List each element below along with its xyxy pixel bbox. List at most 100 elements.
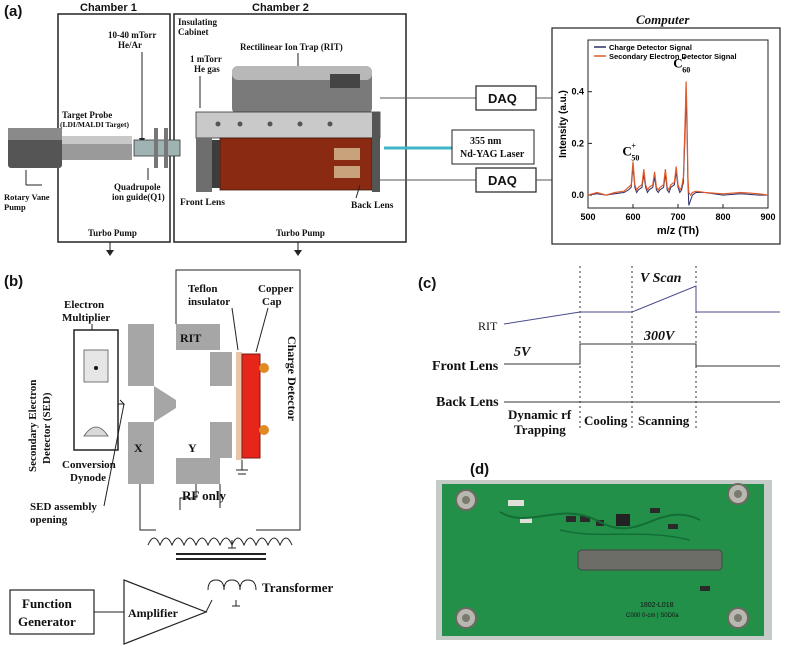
- daq-bottom-label: DAQ: [488, 173, 517, 188]
- row-back-lens-label: Back Lens: [436, 395, 499, 410]
- insulating-label-1: Insulating: [178, 17, 218, 27]
- rit-electrode-br: [210, 422, 232, 458]
- v5-label: 5V: [514, 345, 532, 360]
- y-axis-label: Intensity (a.u.): [558, 90, 569, 158]
- row-rit-label: RIT: [478, 319, 498, 333]
- phase-scanning: Scanning: [638, 413, 690, 428]
- front-lens-plate: [196, 138, 212, 192]
- chamber2-box: [173, 13, 407, 243]
- x-tick-label: 500: [580, 212, 595, 222]
- front-lens-waveform: [504, 343, 780, 367]
- x-tick-label: 800: [715, 212, 730, 222]
- y-tick-label: 0.0: [571, 190, 584, 200]
- daq-bottom-box: [475, 167, 537, 193]
- panel-b-label: (b): [4, 273, 23, 290]
- transformer-secondary: [207, 579, 257, 591]
- spectrum-chart: 500 600 700 800 900 0.0 0.2 0.4 m/z (Th) Intensit…: [558, 39, 776, 237]
- transformer-label: Transformer: [262, 580, 333, 595]
- back-lens-label: Back Lens: [351, 201, 394, 211]
- rit-electrode-top: [176, 324, 220, 350]
- panel-a-label: (a): [4, 3, 22, 20]
- pressure1-line2: He/Ar: [118, 40, 142, 50]
- pressure2-line2: He gas: [194, 64, 220, 74]
- conversion-line2: Dynode: [70, 472, 106, 484]
- rit-electrode-tl: [128, 324, 154, 386]
- copper-line2: Cap: [262, 296, 282, 308]
- v-scan-label: V Scan: [640, 271, 682, 286]
- legend-label-2: Secondary Electron Detector Signal: [609, 52, 737, 61]
- sed-opening-line2: opening: [30, 514, 68, 526]
- panel-a: (a) Chamber 1 Chamber 2 Insulating Cabin…: [4, 2, 552, 256]
- teflon-line2: insulator: [188, 296, 230, 308]
- conversion-line1: Conversion: [62, 459, 116, 471]
- pcb-text-1: 1802-L018: [640, 602, 674, 609]
- conversion-dynode: [83, 426, 109, 437]
- pcb-text-2: C000 0-cm | S0D0a: [626, 613, 679, 619]
- rit-device-label: Rectilinear Ion Trap (RIT): [240, 42, 343, 52]
- y-electrode-label: Y: [188, 441, 197, 455]
- peak-annotation-sub-1: 50: [631, 153, 639, 162]
- rit-copper-board: [219, 137, 373, 191]
- daq-top-box: [475, 85, 537, 111]
- row-front-lens-label: Front Lens: [432, 359, 499, 374]
- chamber1-label: Chamber 1: [80, 2, 137, 14]
- x-axis-label: m/z (Th): [657, 225, 699, 237]
- copper-cap: [241, 353, 261, 459]
- rit-electrode-tr: [210, 352, 232, 386]
- daq-top-label: DAQ: [488, 91, 517, 106]
- quadrupole-line2: ion guide(Q1): [112, 192, 165, 202]
- pressure2-line1: 1 mTorr: [190, 54, 222, 64]
- rotary-pump-line1: Rotary Vane: [4, 192, 50, 202]
- panel-b: (b) Electron Multiplier Secondary Electr…: [4, 269, 333, 645]
- back-lens-plate: [372, 112, 380, 192]
- pressure1-line1: 10-40 mTorr: [108, 30, 156, 40]
- amplifier-triangle: [123, 579, 208, 645]
- y-tick-label: 0.4: [571, 87, 584, 97]
- rit-label-b: RIT: [180, 331, 201, 345]
- rit-electrode-bl: [128, 422, 154, 484]
- quadrupole-line1: Quadrupole: [114, 182, 161, 192]
- peak-annotation-1: C: [622, 143, 631, 158]
- sed-opening-line1: SED assembly: [30, 501, 97, 513]
- peak-annotation-2: C: [673, 56, 682, 71]
- panel-c: (c) RIT Front Lens Back Lens V Scan 300V…: [418, 266, 780, 437]
- turbo-pump-1-label: Turbo Pump: [88, 228, 137, 238]
- teflon-line1: Teflon: [188, 283, 218, 295]
- pcb-chip: [616, 514, 630, 526]
- function-generator-line1: Function: [22, 596, 73, 611]
- legend-label-1: Charge Detector Signal: [609, 43, 692, 52]
- sed-label-2: Detector (SED): [41, 392, 53, 464]
- sed-label-1: Secondary Electron: [27, 380, 39, 472]
- x-tick-label: 700: [670, 212, 685, 222]
- laser-line2: Nd-YAG Laser: [460, 149, 525, 160]
- target-probe-line2: (LDI/MALDI Target): [60, 120, 129, 129]
- electron-multiplier-line2: Multiplier: [62, 312, 110, 324]
- pcb-copper-strip: [577, 549, 723, 571]
- turbo-pump-2-label: Turbo Pump: [276, 228, 325, 238]
- phase-trapping: Trapping: [514, 422, 566, 437]
- teflon-insulator: [236, 352, 242, 460]
- peak-annotation-sub-2: 60: [682, 66, 690, 75]
- panel-d: (d) 1802-L018 C000 0-cm | S0D0a: [436, 461, 772, 640]
- series-line-2: [587, 81, 769, 197]
- electron-multiplier-line1: Electron: [64, 299, 104, 311]
- panel-d-label: (d): [470, 461, 489, 478]
- rotary-pump-line2: Pump: [4, 202, 26, 212]
- amplifier-label: Amplifier: [128, 606, 179, 620]
- charge-detector-label: Charge Detector: [285, 336, 299, 422]
- x-tick-label: 600: [625, 212, 640, 222]
- peak-annotation-sup-2: +: [682, 54, 687, 63]
- peak-annotation-sup-1: +: [631, 141, 636, 150]
- x-tick-label: 900: [760, 212, 775, 222]
- rf-only-label: RF only: [182, 488, 226, 503]
- laser-line1: 355 nm: [470, 136, 502, 147]
- rit-electrode-bottom: [176, 458, 220, 484]
- insulating-label-2: Cabinet: [178, 27, 209, 37]
- rit-body: [195, 111, 381, 139]
- phase-dynamic-rf: Dynamic rf: [508, 407, 572, 422]
- x-electrode-label: X: [134, 441, 143, 455]
- chamber2-label: Chamber 2: [252, 2, 309, 14]
- y-tick-label: 0.2: [571, 138, 584, 148]
